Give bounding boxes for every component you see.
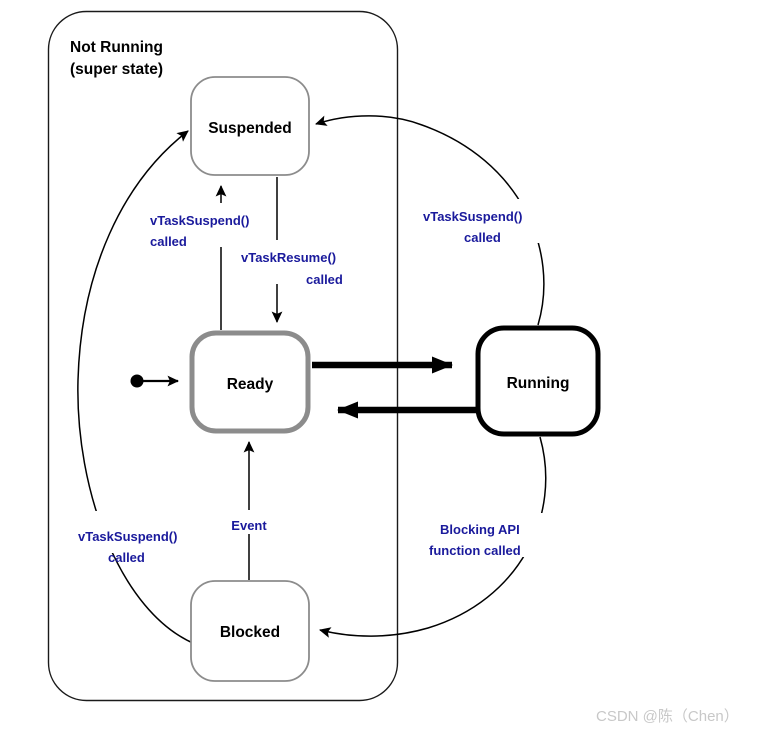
transition-blocked-to-ready-label: Event <box>231 518 267 533</box>
state-ready[interactable]: Ready <box>189 330 311 434</box>
state-suspended[interactable]: Suspended <box>190 76 310 176</box>
superstate-title-line2: (super state) <box>70 61 163 78</box>
transition-running-to-suspended: vTaskSuspend() called <box>315 115 558 326</box>
transition-running-to-blocked-path <box>319 436 547 638</box>
state-suspended-label: Suspended <box>208 120 292 137</box>
superstate-title-line1: Not Running <box>70 39 163 56</box>
transition-blocked-to-ready-label-bg <box>224 510 276 534</box>
state-running[interactable]: Running <box>475 325 601 437</box>
state-ready-box[interactable] <box>189 330 311 434</box>
transition-suspended-to-ready-label-line2: called <box>306 272 343 287</box>
transition-ready-to-suspended: vTaskSuspend() called <box>145 185 265 330</box>
initial-state-dot <box>130 374 144 388</box>
state-blocked[interactable]: Blocked <box>190 580 310 682</box>
state-ready-label: Ready <box>227 376 274 393</box>
transition-ready-to-suspended-label-line2: called <box>150 234 187 249</box>
transition-blocked-to-suspended-label-line1: vTaskSuspend() <box>78 529 177 544</box>
transition-running-to-suspended-path <box>315 115 545 326</box>
transition-suspended-to-ready: vTaskResume() called <box>236 177 364 323</box>
transition-running-to-blocked-label-bg <box>424 513 559 557</box>
state-running-label: Running <box>507 375 570 392</box>
state-blocked-box[interactable] <box>190 580 310 682</box>
transition-ready-to-suspended-label-bg <box>145 203 265 247</box>
transition-running-to-suspended-label-line1: vTaskSuspend() <box>423 209 522 224</box>
csdn-watermark: CSDN @陈（Chen） <box>596 707 739 725</box>
transition-running-to-blocked-label-line2: function called <box>429 543 521 558</box>
transition-running-to-blocked: Blocking API function called <box>319 436 559 638</box>
transition-ready-to-suspended-label-line1: vTaskSuspend() <box>150 213 249 228</box>
state-blocked-label: Blocked <box>220 624 280 641</box>
transition-blocked-to-suspended-label-bg <box>70 511 202 553</box>
transition-suspended-to-ready-label-bg <box>236 240 364 284</box>
initial-state-marker <box>130 374 179 388</box>
transition-blocked-to-suspended-path <box>77 130 196 645</box>
transition-running-to-blocked-label-line1: Blocking API <box>440 522 520 537</box>
transition-suspended-to-ready-label-line1: vTaskResume() <box>241 250 336 265</box>
state-suspended-box[interactable] <box>190 76 310 176</box>
transition-blocked-to-suspended: vTaskSuspend() called <box>70 130 202 645</box>
state-running-box[interactable] <box>475 325 601 437</box>
transition-running-to-suspended-label-line2: called <box>464 230 501 245</box>
transition-running-to-suspended-label-bg <box>416 199 558 243</box>
transition-blocked-to-suspended-label-line2: called <box>108 550 145 565</box>
transition-blocked-to-ready: Event <box>224 441 276 580</box>
